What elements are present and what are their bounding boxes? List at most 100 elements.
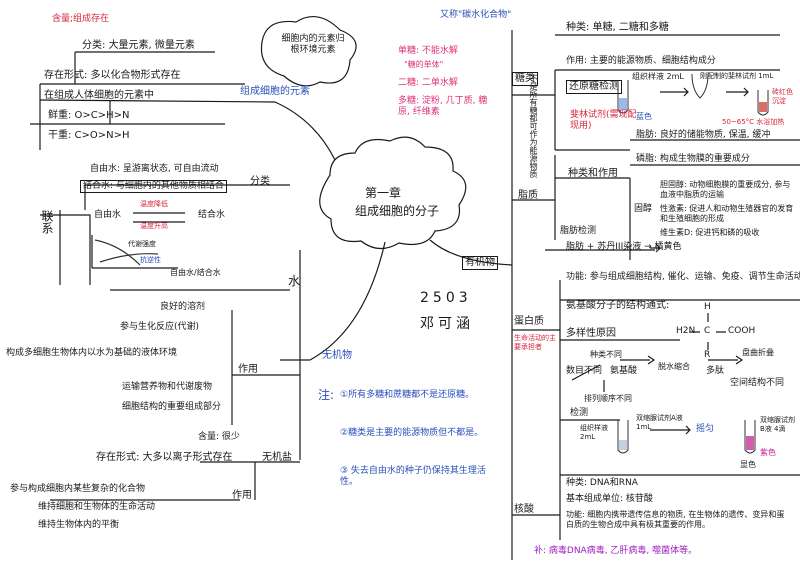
elements-intro: 在组成人体细胞的元素中 xyxy=(44,90,154,101)
water-temp-up: 温度升高 xyxy=(140,222,168,230)
branch-protein: 蛋白质 xyxy=(514,316,544,327)
chapter-title: 组成细胞的分子 xyxy=(355,204,440,218)
sugar-brick: 砖红色沉淀 xyxy=(772,88,793,105)
water-use-1: 良好的溶剂 xyxy=(160,302,206,312)
protein-side: 生命活动的主要承担者 xyxy=(514,334,556,351)
notes-head: 注: xyxy=(318,388,335,402)
sugar-mono-sub: "糖的单体" xyxy=(404,60,444,69)
sugar-role: 作用: 主要的能源物质、细胞结构成分 xyxy=(566,56,716,66)
lipid-sex: 性激素: 促进人和动物生殖器官的发育和生殖细胞的形成 xyxy=(660,204,794,223)
sugar-tube2: 刚配制的斐林试剂 1mL xyxy=(700,72,774,80)
protein-num: 数目不同 xyxy=(566,366,603,376)
protein-pep: 多肽 xyxy=(706,366,725,376)
aa-c: C xyxy=(704,326,711,336)
chapter-number: 第一章 xyxy=(365,186,402,200)
lipid-chol: 胆固醇: 动物细胞膜的重要成分, 参与血液中脂质的运输 xyxy=(660,180,791,199)
aa-r: R xyxy=(704,350,711,360)
salt-use-1: 参与构成细胞内某些复杂的化合物 xyxy=(10,484,146,494)
sugar-header-note: 又称"碳水化合物" xyxy=(440,10,512,20)
elements-classify: 分类: 大量元素, 微量元素 xyxy=(82,40,195,51)
water-role: 作用 xyxy=(238,364,258,375)
water-ratio: 自由水/结合水 xyxy=(170,268,221,277)
water-use-4: 运输营养物和代谢废物 xyxy=(122,382,213,392)
branch-inorganic: 无机物 xyxy=(322,350,352,361)
note-1: ①所有多糖和蔗糖都不是还原糖。 xyxy=(340,390,475,400)
protein-structure: 空间结构不同 xyxy=(730,378,785,388)
student-name: 邓可涵 xyxy=(420,316,474,332)
salt-use-2: 维持细胞和生物体的生命活动 xyxy=(38,502,156,512)
protein-aa: 氨基酸 xyxy=(610,366,638,376)
elements-dry: 干重: C>O>N>H xyxy=(48,130,130,141)
lipid-vitd: 维生素D: 促进钙和磷的吸收 xyxy=(660,228,760,237)
branch-organic: 有机物 xyxy=(462,256,498,270)
branch-nucleic: 核酸 xyxy=(514,504,534,515)
lipid-fat: 脂肪: 良好的储能物质, 保温, 缓冲 xyxy=(636,130,771,140)
nucleic-unit: 基本组成单位: 核苷酸 xyxy=(566,494,653,504)
sugar-mono: 单糖: 不能水解 xyxy=(398,46,458,56)
branch-lipid: 脂质 xyxy=(518,190,538,201)
note-3: ③ 失去自由水的种子仍保持其生理活性。 xyxy=(340,466,486,487)
water-free: 自由水: 呈游离状态, 可自由流动 xyxy=(90,164,219,174)
protein-diverse: 多样性原因 xyxy=(566,328,616,339)
salt-use-3: 维持生物体内的平衡 xyxy=(38,520,120,530)
sugar-vertical: 不是所有糖都可作为能源物质 xyxy=(529,74,538,178)
sugar-temp: 50~65°C 水浴加热 xyxy=(722,118,785,126)
student-code: 2503 xyxy=(420,290,472,306)
branch-sugar: 糖类 xyxy=(512,72,538,86)
salt-role: 作用 xyxy=(232,490,252,501)
water-connect: 联系 xyxy=(40,210,54,234)
lipid-sterol: 固醇 xyxy=(634,204,653,214)
note-2: ②糖类是主要的能源物质但不都是。 xyxy=(340,428,484,438)
protein-seq: 排列顺序不同 xyxy=(584,394,632,403)
salt-exist: 存在形式: 大多以离子形式存在 xyxy=(96,452,233,463)
protein-show: 显色 xyxy=(740,460,756,469)
water-bound-label: 结合水 xyxy=(198,210,226,220)
protein-s3: 双缩脲试剂B液 4滴 xyxy=(760,416,795,433)
nucleic-kinds: 种类: DNA和RNA xyxy=(566,478,638,488)
aa-h: H xyxy=(704,302,711,312)
lipid-detect: 脂肪检测 xyxy=(560,226,597,236)
water-classify: 分类 xyxy=(250,176,270,187)
elements-top-note: 含量;组成存在 xyxy=(52,14,110,24)
branch-elements: 组成细胞的元素 xyxy=(240,86,310,97)
sugar-reducing: 还原糖检测 xyxy=(566,80,622,94)
sugar-types: 种类: 单糖, 二糖和多糖 xyxy=(566,22,669,33)
protein-fold: 盘曲折叠 xyxy=(742,348,774,357)
water-bound: 结合水: 与细胞内的其他物质相结合 xyxy=(80,180,227,193)
water-resist: 抗逆性 xyxy=(140,256,161,264)
protein-formula: 氨基酸分子的结构通式: xyxy=(566,300,670,311)
sugar-poly: 多糖: 淀粉, 几丁质, 糖原, 纤维素 xyxy=(398,96,488,117)
protein-kind: 种类不同 xyxy=(590,350,622,359)
aa-left: H2N xyxy=(676,326,696,336)
protein-shake: 摇匀 xyxy=(696,424,715,434)
protein-dehyd: 脱水缩合 xyxy=(658,362,690,371)
water-use-2: 参与生化反应(代谢) xyxy=(120,322,200,332)
sugar-di: 二糖: 二单水解 xyxy=(398,78,458,88)
lipid-kinds: 种类和作用 xyxy=(568,168,618,179)
nucleic-note: 补: 病毒DNA病毒, 乙肝病毒, 噬菌体等。 xyxy=(534,546,698,556)
water-use-3: 构成多细胞生物体内以水为基础的液体环境 xyxy=(6,348,178,358)
lipid-phospho: 磷脂: 构成生物膜的重要成分 xyxy=(636,154,750,164)
protein-s2: 双缩脲试剂A液 1mL xyxy=(636,414,683,431)
water-use-5: 细胞结构的重要组成部分 xyxy=(122,402,222,412)
salt-content: 含量: 很少 xyxy=(198,432,240,442)
water-free-label: 自由水 xyxy=(94,210,122,220)
lipid-stain: 脂肪 + 苏丹III染液 → 橘黄色 xyxy=(566,242,682,252)
protein-purple: 紫色 xyxy=(760,448,776,457)
elements-fresh: 鲜重: O>C>H>N xyxy=(48,110,130,121)
sugar-blue: 蓝色 xyxy=(636,112,652,121)
nucleic-role: 功能: 细胞内携带遗传信息的物质, 在生物体的遗传、变异和蛋白质的生物合成中具有… xyxy=(566,510,785,529)
water-metab: 代谢强度 xyxy=(128,240,156,248)
water-temp-down: 温度降低 xyxy=(140,200,168,208)
protein-role: 功能: 参与组成细胞结构, 催化、运输、免疫、调节生命活动 xyxy=(566,272,800,282)
protein-s1: 组织样液 2mL xyxy=(580,424,608,441)
aa-right: COOH xyxy=(728,326,756,336)
protein-detect: 检测 xyxy=(570,408,589,418)
top-cloud-note: 细胞内的元素归根环境元素 xyxy=(281,34,345,55)
sugar-tube1: 组织样液 2mL xyxy=(632,72,684,81)
branch-water: 水 xyxy=(288,274,301,288)
sugar-reagent: 斐林试剂(需现配现用) xyxy=(570,110,637,131)
branch-salt: 无机盐 xyxy=(262,452,292,463)
